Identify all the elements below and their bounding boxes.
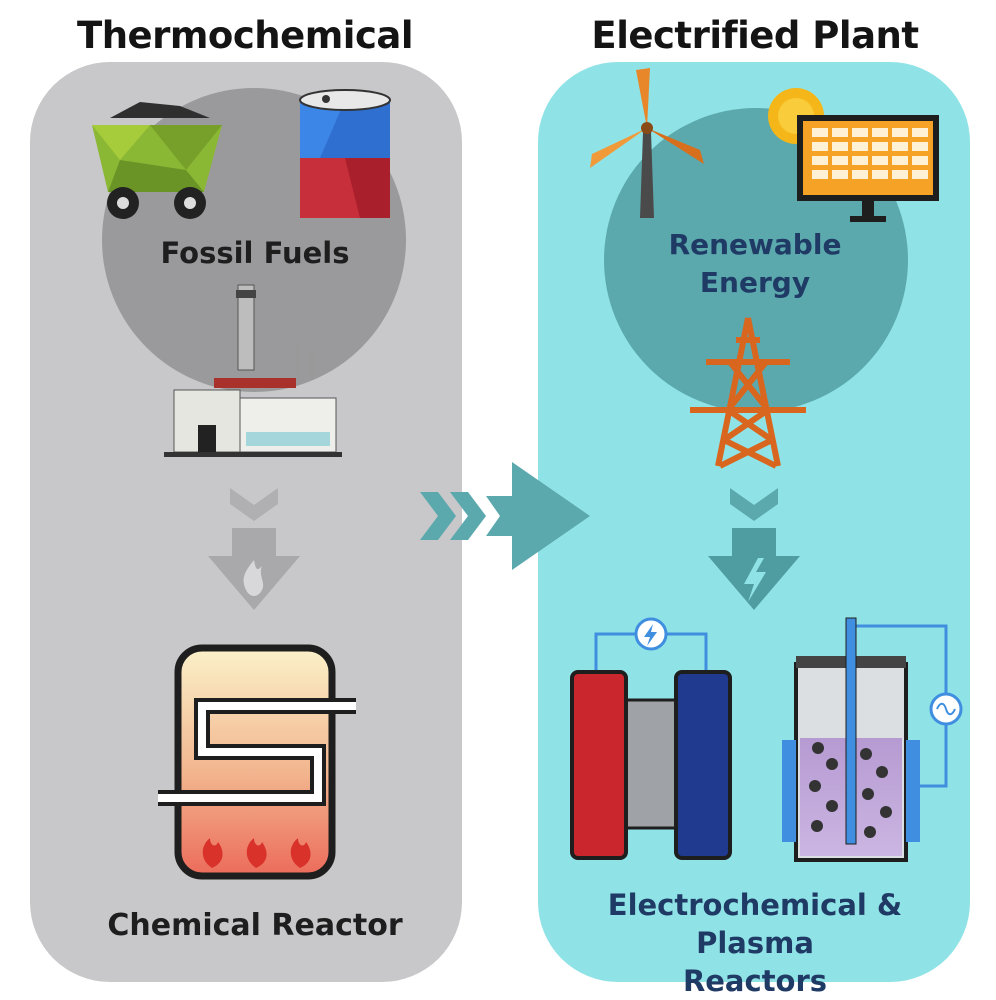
electrochemical-plasma-reactors-line1: Electrochemical & Plasma — [607, 888, 903, 960]
solar-panel-icon — [797, 115, 939, 222]
electrochemical-plasma-reactors-line2: Reactors — [682, 964, 828, 998]
fossil-fuels-label: Fossil Fuels — [160, 236, 350, 270]
renewable-energy-label-line1: Renewable — [668, 228, 842, 261]
renewable-energy-label: Renewable Energy — [630, 226, 880, 302]
renewable-energy-label-line2: Energy — [699, 266, 811, 299]
electric-down-arrow-icon — [708, 488, 800, 610]
wind-turbine-icon — [590, 68, 704, 218]
electrochemical-cell-icon — [570, 617, 732, 860]
electrified-plant-title: Electrified Plant — [591, 14, 919, 57]
transition-arrow-icon — [420, 462, 590, 570]
heat-down-arrow-icon — [208, 488, 300, 610]
coal-cart-icon — [92, 102, 222, 219]
plasma-reactor-icon — [782, 617, 963, 862]
electrochemical-plasma-reactors-label: Electrochemical & Plasma Reactors — [545, 886, 965, 1000]
chemical-reactor-label: Chemical Reactor — [107, 908, 403, 943]
factory-icon — [164, 284, 342, 457]
oil-barrel-icon — [299, 89, 391, 218]
transmission-tower-icon — [690, 317, 806, 469]
chemical-reactor-icon — [158, 644, 356, 880]
